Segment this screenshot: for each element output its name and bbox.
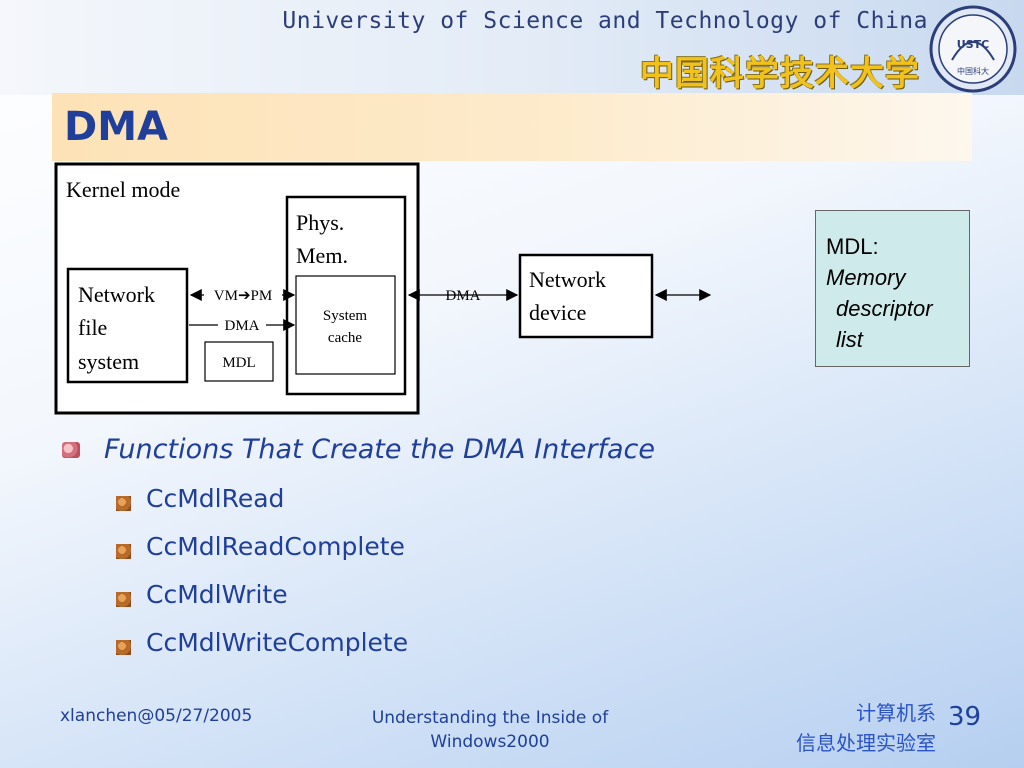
- footer-dept-line2: 信息处理实验室: [796, 731, 936, 755]
- header-band: [0, 0, 1024, 95]
- footer-author-date: xlanchen@05/27/2005: [60, 706, 253, 726]
- dma-label-left: DMA: [224, 318, 259, 334]
- mdl-note-line2: Memory: [826, 265, 906, 290]
- logo-subtext: 中国科大: [957, 66, 989, 76]
- nfs-label-3: system: [78, 349, 139, 374]
- university-name-en: University of Science and Technology of …: [282, 8, 928, 34]
- kernel-mode-label: Kernel mode: [66, 177, 180, 202]
- footer-dept-line1: 计算机系: [856, 701, 936, 725]
- function-name: CcMdlWrite: [146, 580, 288, 609]
- square-bullet-icon: [116, 544, 131, 559]
- network-device-box: [518, 253, 654, 339]
- functions-heading: Functions That Create the DMA Interface: [104, 434, 655, 465]
- system-cache-box: [295, 275, 396, 375]
- square-bullet-icon: [116, 640, 131, 655]
- mdl-definition-note: MDL: Memory descriptor list: [815, 210, 970, 367]
- network-file-system-box: [66, 267, 189, 384]
- mdl-box: [204, 341, 274, 382]
- system-cache-label-1: System: [323, 308, 368, 324]
- vm-pm-label-bg: [204, 285, 282, 305]
- mdl-box-label: MDL: [222, 355, 255, 371]
- dma-label-right: DMA: [445, 288, 480, 304]
- phys-mem-label-2: Mem.: [296, 243, 348, 268]
- network-device-label-2: device: [529, 300, 586, 325]
- phys-mem-label-1: Phys.: [296, 210, 344, 235]
- footer-course-line2: Windows2000: [430, 732, 550, 752]
- footer-course-line1: Understanding the Inside of: [371, 708, 609, 728]
- dma-label-left-bg: [218, 315, 266, 335]
- function-name: CcMdlWriteComplete: [146, 628, 409, 657]
- ustc-logo: USTC 中国科大: [929, 5, 1017, 93]
- square-bullet-icon: [116, 496, 131, 511]
- footer-course-title: Understanding the Inside of Windows2000: [330, 706, 650, 754]
- vm-pm-label: VM➔PM: [214, 288, 272, 304]
- mdl-note-line1: MDL:: [826, 234, 879, 259]
- nfs-label-1: Network: [78, 282, 155, 307]
- title-band: [52, 93, 972, 161]
- nfs-label-2: file: [78, 315, 107, 340]
- bullet-icon: [62, 442, 80, 458]
- footer-department: 计算机系 信息处理实验室: [796, 698, 936, 758]
- slide-title: DMA: [64, 104, 168, 150]
- page-number: 39: [948, 702, 982, 732]
- logo-text: USTC: [957, 38, 989, 51]
- mdl-note-line3: descriptor: [836, 296, 933, 321]
- mdl-note-line4: list: [836, 327, 863, 352]
- system-cache-label-2: cache: [328, 330, 362, 346]
- square-bullet-icon: [116, 592, 131, 607]
- function-name: CcMdlReadComplete: [146, 532, 405, 561]
- university-name-cn: 中国科学技术大学: [640, 54, 920, 94]
- network-device-label-1: Network: [529, 267, 606, 292]
- function-name: CcMdlRead: [146, 484, 285, 513]
